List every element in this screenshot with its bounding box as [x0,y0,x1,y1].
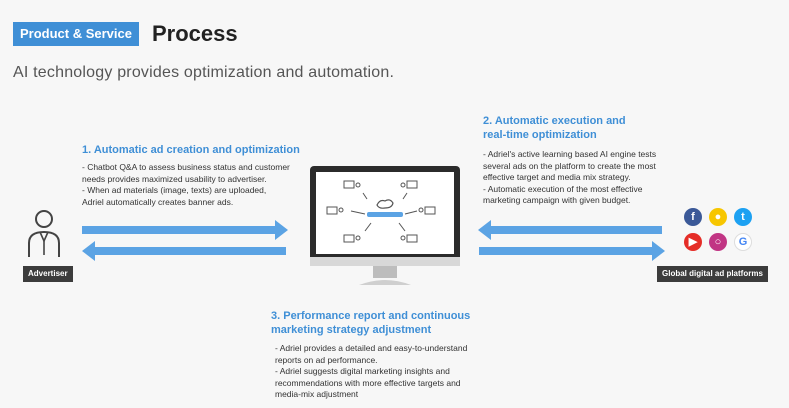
page-title: Process [152,21,238,46]
text-line: - Adriel suggests digital marketing insi… [275,366,450,376]
monitor-illustration [310,166,460,285]
text-line: reports on ad performance. [275,354,378,365]
section2-text: - Adriel's active learning based AI engi… [483,149,683,207]
google-icon: G [734,233,752,251]
text-line: - Adriel provides a detailed and easy-to… [275,343,468,353]
text-line: - When ad materials (image, texts) are u… [82,185,267,195]
instagram-icon: ○ [709,233,727,251]
page-subtitle: AI technology provides optimization and … [13,64,395,81]
arrow-to-monitor-left [82,220,288,240]
text-line: needs provides maximized usability to ad… [82,173,267,184]
twitter-icon: t [734,208,752,226]
arrow-to-advertiser [82,241,286,261]
section2-title-line: real-time optimization [483,129,597,141]
section1-title: 1. Automatic ad creation and optimizatio… [82,144,300,156]
arrow-to-platforms [479,241,665,261]
section3-title-line: marketing strategy adjustment [271,324,432,336]
platforms-label: Global digital ad platforms [657,266,768,282]
text-line: Adriel automatically creates banner ads. [82,196,234,207]
text-line: effective target and media mix strategy. [483,172,631,182]
category-tag: Product & Service [13,22,139,46]
arrow-to-monitor-right [478,220,662,240]
snapchat-icon: ● [709,208,727,226]
text-line: - Chatbot Q&A to assess business status … [82,162,290,172]
text-line: recommendations with more effective targ… [275,377,461,388]
section3-text: - Adriel provides a detailed and easy-to… [275,343,515,401]
advertiser-label: Advertiser [23,266,73,282]
section1-text: - Chatbot Q&A to assess business status … [82,162,312,208]
youtube-icon: ▶ [684,233,702,251]
text-line: several ads on the platform to create th… [483,160,656,171]
text-line: - Adriel's active learning based AI engi… [483,149,657,159]
section3-title-line: 3. Performance report and continuous [271,310,471,322]
text-line: marketing campaign with given budget. [483,195,631,205]
section2-title-line: 2. Automatic execution and [483,115,626,127]
text-line: - Automatic execution of the most effect… [483,183,643,194]
facebook-icon: f [684,208,702,226]
text-line: media-mix adjustment [275,389,359,399]
section2-title: 2. Automatic execution and real-time opt… [483,114,626,142]
section3-title: 3. Performance report and continuous mar… [271,309,470,337]
advertiser-person-icon [28,210,60,257]
